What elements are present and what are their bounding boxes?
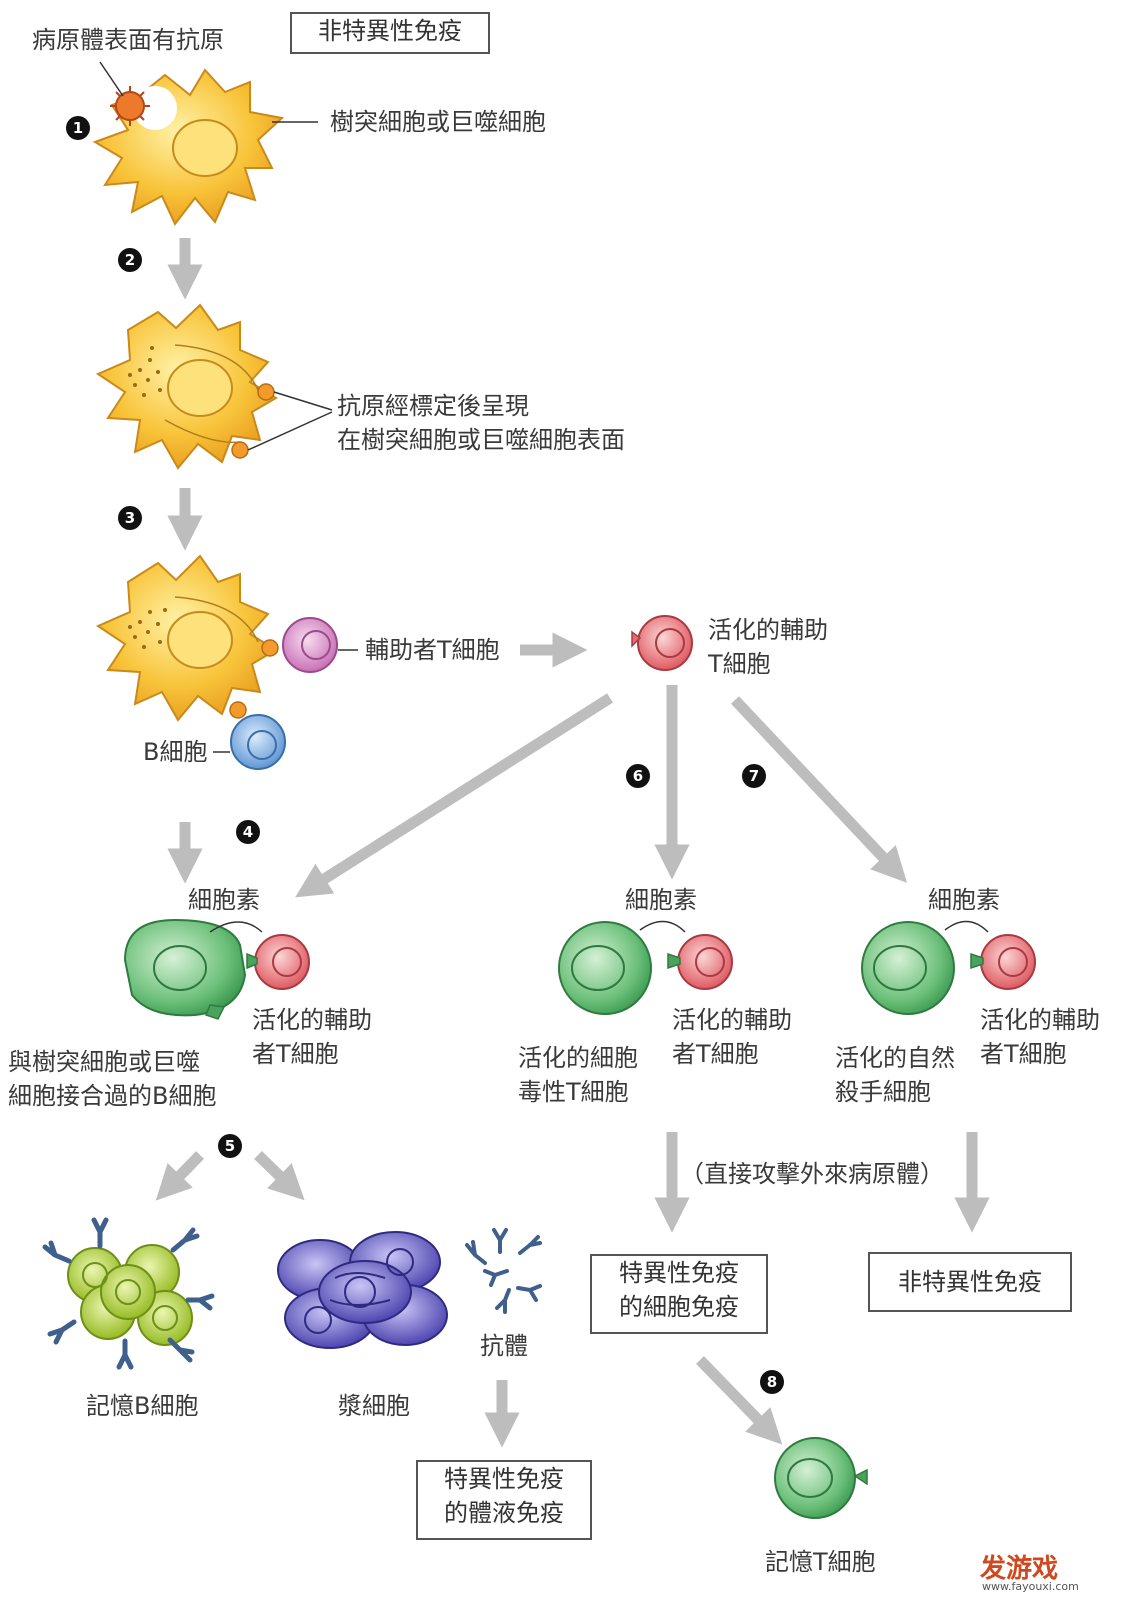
- flow-arrows: [155, 238, 990, 1448]
- step-3-badge: 3: [118, 506, 142, 530]
- label-antigen-present-1: 抗原經標定後呈現: [337, 392, 529, 420]
- memory-t-cell: [774, 1437, 868, 1519]
- free-antibodies: [465, 1228, 542, 1314]
- label-act-helper-b-1: 活化的輔助: [252, 1006, 372, 1034]
- step-2-badge: 2: [118, 248, 142, 272]
- label-nk-2: 殺手細胞: [835, 1078, 931, 1106]
- step-5-badge: 5: [218, 1134, 242, 1158]
- label-cytotoxic-1: 活化的細胞: [518, 1044, 638, 1072]
- label-act-helper-nk-1: 活化的輔助: [980, 1006, 1100, 1034]
- memory-b-antibodies: [42, 1217, 215, 1370]
- box-specific-humoral: 特異性免疫 的體液免疫: [416, 1460, 592, 1540]
- label-antibody: 抗體: [480, 1332, 528, 1360]
- step-8-badge: 8: [760, 1370, 784, 1394]
- activated-helper-t-cyto: [667, 934, 733, 990]
- box-specific-cellular-line2: 的細胞免疫: [619, 1293, 739, 1321]
- label-act-helper-cyto-1: 活化的輔助: [672, 1006, 792, 1034]
- label-direct-attack: （直接攻擊外來病原體）: [680, 1160, 944, 1188]
- dendritic-cell-3: [95, 554, 279, 722]
- label-act-helper-nk-2: 者T細胞: [980, 1040, 1067, 1068]
- watermark-brand: 发游戏: [980, 1554, 1059, 1584]
- label-b-cell: B細胞: [143, 738, 208, 766]
- label-bound-b-2: 細胞接合過的B細胞: [8, 1082, 217, 1110]
- label-helper-t: 輔助者T細胞: [365, 636, 500, 664]
- label-cytotoxic-2: 毒性T細胞: [518, 1078, 629, 1106]
- label-cytokine-cyto: 細胞素: [625, 886, 697, 914]
- label-activated-helper-2: T細胞: [708, 650, 771, 678]
- step-6-badge: 6: [626, 764, 650, 788]
- activated-helper-t-nk: [970, 934, 1036, 990]
- label-cytokine-nk: 細胞素: [928, 886, 1000, 914]
- label-pathogen-antigen: 病原體表面有抗原: [32, 26, 224, 54]
- pathogen: [110, 86, 150, 126]
- helper-t-cell: [282, 617, 338, 673]
- arrow-5-left: [155, 1151, 204, 1201]
- nk-cell: [861, 921, 955, 1015]
- box-specific-cellular-line1: 特異性免疫: [619, 1259, 739, 1287]
- step-4-badge: 4: [236, 820, 260, 844]
- activated-helper-t-top: [631, 615, 693, 671]
- b-cell: [230, 714, 286, 770]
- cytotoxic-t-cell: [558, 921, 652, 1015]
- box-specific-cellular: 特異性免疫 的細胞免疫: [590, 1254, 768, 1334]
- arrow-step8: [696, 1356, 783, 1445]
- dendritic-cell-2: [95, 303, 278, 470]
- label-dendritic-or-macrophage: 樹突細胞或巨噬細胞: [330, 108, 546, 136]
- label-memory-b: 記憶B細胞: [86, 1392, 199, 1420]
- memory-b-cells: [67, 1244, 193, 1346]
- step-1-badge: 1: [66, 116, 90, 140]
- label-plasma: 漿細胞: [338, 1392, 410, 1420]
- watermark-url: www.fayouxi.com: [982, 1580, 1079, 1593]
- label-bound-b-1: 與樹突細胞或巨噬: [8, 1048, 200, 1076]
- label-antigen-present-2: 在樹突細胞或巨噬細胞表面: [337, 426, 625, 454]
- arrow-5-right: [254, 1151, 305, 1201]
- label-nk-1: 活化的自然: [835, 1044, 955, 1072]
- arrow-to-b-branch: [295, 693, 613, 898]
- plasma-cells: [277, 1231, 448, 1349]
- box-specific-humoral-line1: 特異性免疫: [444, 1465, 564, 1493]
- label-act-helper-cyto-2: 者T細胞: [672, 1040, 759, 1068]
- box-nonspecific-bottom: 非特異性免疫: [868, 1252, 1072, 1312]
- label-act-helper-b-2: 者T細胞: [252, 1040, 339, 1068]
- box-nonspecific-top: 非特異性免疫: [290, 12, 490, 54]
- activated-helper-t-b: [246, 934, 310, 990]
- bound-b-cell: [123, 918, 247, 1020]
- arrow-step7: [730, 696, 908, 883]
- label-cytokine-b: 細胞素: [188, 886, 260, 914]
- box-specific-humoral-line2: 的體液免疫: [444, 1499, 564, 1527]
- label-memory-t: 記憶T細胞: [765, 1548, 876, 1576]
- step-7-badge: 7: [742, 764, 766, 788]
- label-activated-helper-1: 活化的輔助: [708, 616, 828, 644]
